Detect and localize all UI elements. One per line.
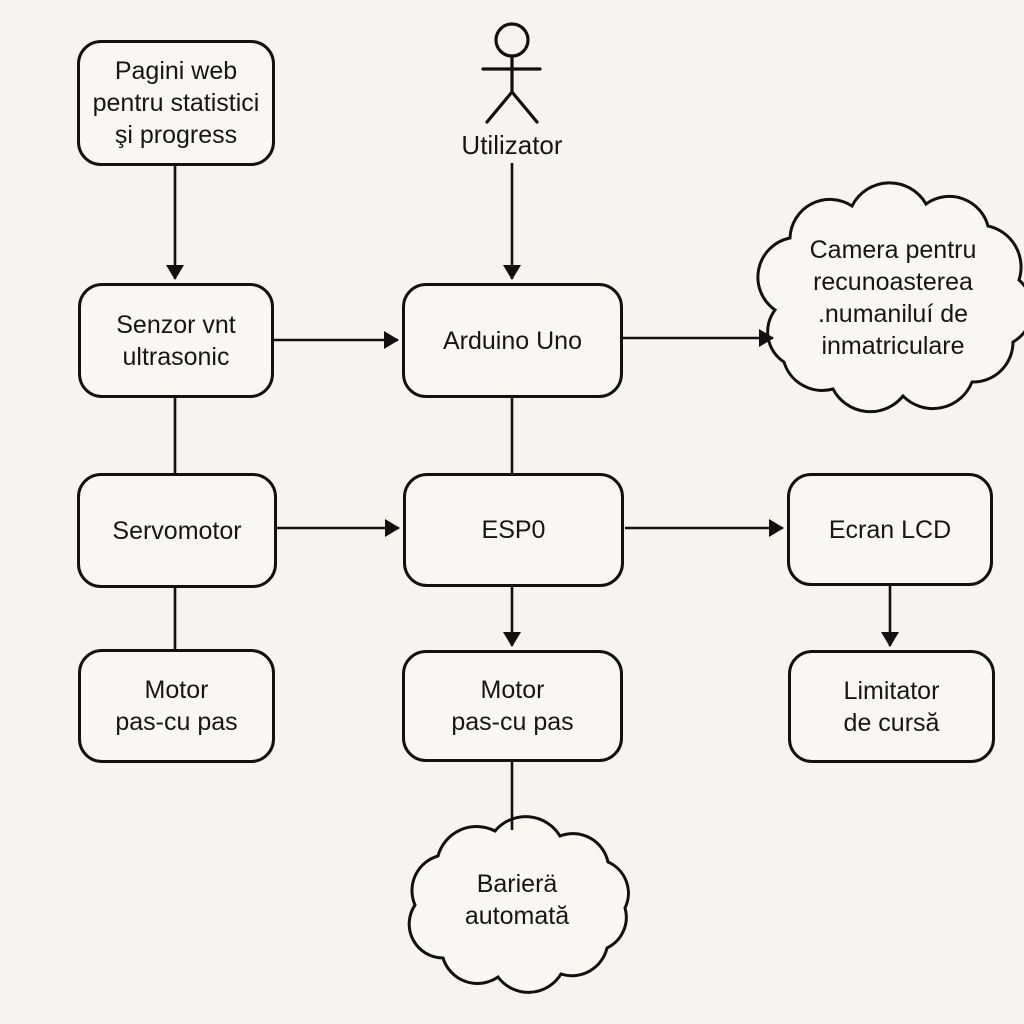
- node-camera-label: Camera pentru recunoasterea .numaniluí d…: [809, 236, 977, 360]
- node-motor-center-label: Motor pas-cu pas: [451, 676, 574, 736]
- node-servomotor-label: Servomotor: [112, 516, 242, 545]
- node-web-page: Pagini web pentru statistici şi progress: [77, 40, 275, 166]
- actor-label: Utilizator: [461, 130, 563, 160]
- camera-cloud-shape: [756, 181, 1024, 414]
- node-lcd-label: Ecran LCD: [828, 515, 952, 544]
- node-motor-left: Motor pas-cu pas: [78, 649, 275, 763]
- node-esp-label: ESP0: [481, 516, 546, 544]
- node-servomotor: Servomotor: [77, 473, 277, 588]
- node-senzor-label: Senzor vnt ultrasonic: [116, 310, 236, 371]
- node-arduino-label: Arduino Uno: [443, 326, 582, 355]
- person-stick-figure-icon: [481, 22, 542, 124]
- node-limitator: Limitator de cursă: [788, 650, 995, 763]
- node-motor-center: Motor pas-cu pas: [402, 650, 623, 762]
- node-motor-left-label: Motor pas-cu pas: [115, 676, 238, 736]
- bariera-cloud-shape: [407, 815, 630, 994]
- node-esp: ESP0: [403, 473, 624, 587]
- node-bariera-label: Barierä automată: [464, 870, 570, 930]
- node-limitator-label: Limitator de cursă: [843, 676, 940, 737]
- node-lcd: Ecran LCD: [787, 473, 993, 586]
- node-senzor: Senzor vnt ultrasonic: [78, 283, 274, 398]
- node-web-page-label: Pagini web pentru statistici şi progress: [92, 57, 260, 149]
- node-arduino: Arduino Uno: [402, 283, 623, 398]
